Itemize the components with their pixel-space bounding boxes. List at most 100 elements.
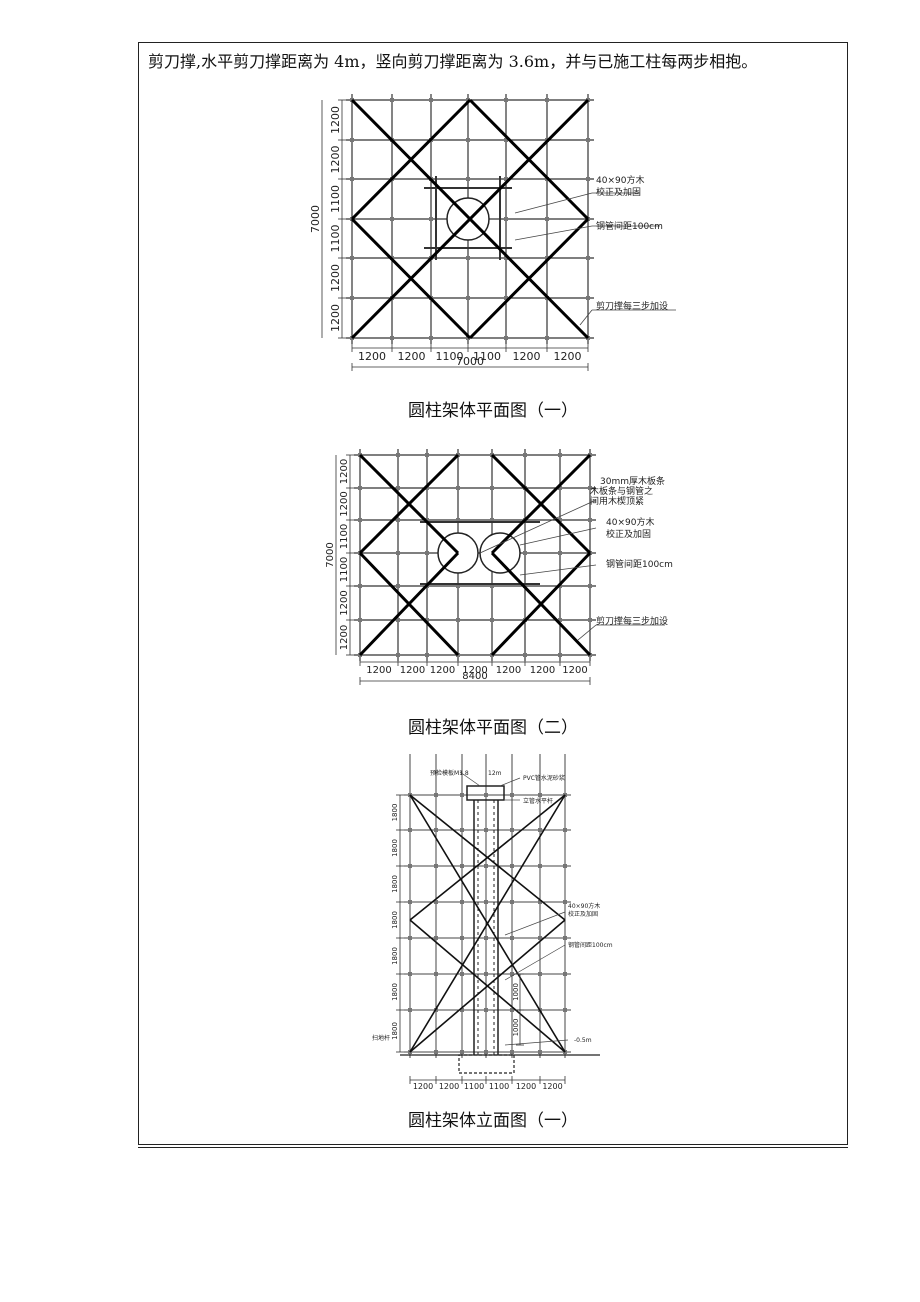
coupler [466, 177, 470, 181]
coupler [425, 653, 429, 657]
dimension-label: 1200 [366, 665, 391, 676]
dimension-label: 1000 [512, 1019, 520, 1037]
dimension-label: 1800 [391, 875, 399, 893]
dimension-label: 1200 [329, 264, 342, 292]
coupler [396, 584, 400, 588]
coupler [358, 584, 362, 588]
coupler [545, 336, 549, 340]
callout-board-2: 木板条与钢管之 [590, 485, 653, 497]
coupler [588, 486, 592, 490]
callout-level: -0.5m [574, 1037, 592, 1044]
dimension-label: 1100 [436, 350, 464, 363]
column-body [466, 785, 505, 1055]
coupler [504, 256, 508, 260]
dimension-total-label: 7000 [325, 542, 336, 567]
coupler [350, 177, 354, 181]
coupler [460, 936, 464, 940]
coupler [396, 618, 400, 622]
dimension-label: 1800 [391, 1022, 399, 1040]
coupler [408, 900, 412, 904]
coupler [563, 1008, 567, 1012]
coupler [390, 98, 394, 102]
coupler [408, 828, 412, 832]
coupler [510, 972, 514, 976]
dimension-label: 1800 [391, 839, 399, 857]
dimension-label: 1200 [329, 146, 342, 174]
coupler [434, 900, 438, 904]
coupler [545, 217, 549, 221]
scissor-bracing [358, 453, 592, 657]
coupler [350, 256, 354, 260]
coupler [358, 618, 362, 622]
dimension-label: 1100 [329, 185, 342, 213]
dimension-label: 1200 [462, 665, 487, 676]
coupler [425, 618, 429, 622]
page-frame [138, 42, 848, 1145]
dimension-label: 1100 [339, 557, 350, 582]
coupler [523, 453, 527, 457]
callout-board: 30mm厚木板条 [600, 475, 665, 487]
callout-height: 12m [488, 770, 502, 777]
coupler [504, 296, 508, 300]
callout-scissor: 剪刀撑每三步加设 [596, 615, 668, 627]
callout-spacing: 钢管间距100cm [568, 941, 613, 949]
coupler [558, 486, 562, 490]
dimension-label: 1100 [329, 225, 342, 253]
dimension-label: 1200 [439, 1082, 459, 1091]
dimension-label: 1200 [339, 590, 350, 615]
coupler [429, 217, 433, 221]
callout-spacing: 钢管间距100cm [606, 558, 673, 570]
coupler [484, 900, 488, 904]
coupler [396, 653, 400, 657]
coupler [456, 584, 460, 588]
dimension-label: 1200 [430, 665, 455, 676]
coupler [396, 453, 400, 457]
dimension-label: 1200 [542, 1082, 562, 1091]
coupler [586, 296, 590, 300]
coupler [456, 618, 460, 622]
coupler [588, 584, 592, 588]
dimension-label: 1200 [413, 1082, 433, 1091]
dimension-label: 1200 [530, 665, 555, 676]
coupler [490, 584, 494, 588]
coupler [563, 828, 567, 832]
coupler [484, 936, 488, 940]
coupler [460, 1008, 464, 1012]
coupler [466, 256, 470, 260]
dimension-label: 1200 [358, 350, 386, 363]
dimension-label: 1200 [329, 304, 342, 332]
coupler [504, 138, 508, 142]
dimension-label: 1200 [513, 350, 541, 363]
coupler [510, 936, 514, 940]
coupler [396, 486, 400, 490]
callout-scissor: 剪刀撑每三步加设 [596, 300, 668, 312]
callout-timber: 40×90方木 [596, 174, 644, 186]
figure-caption-3: 圆柱架体立面图（一） [408, 1111, 578, 1131]
coupler [434, 972, 438, 976]
coupler [460, 864, 464, 868]
coupler [510, 1050, 514, 1054]
callout-pole: 立管水平杆 [523, 797, 553, 805]
dimension-label: 1100 [464, 1082, 484, 1091]
intro-paragraph: 剪刀撑,水平剪刀撑距离为 4m，竖向剪刀撑距离为 3.6m，并与已施工柱每两步相… [148, 52, 758, 71]
dimension-label: 1800 [391, 983, 399, 1001]
coupler [425, 551, 429, 555]
coupler [563, 972, 567, 976]
dimension-total-label: 7000 [456, 355, 484, 368]
coupler [558, 453, 562, 457]
callout-board-3: 间用木楔顶紧 [590, 495, 644, 507]
callout-sweep-rod: 扫地杆 [372, 1034, 390, 1042]
coupler [510, 864, 514, 868]
coupler [434, 793, 438, 797]
coupler [545, 98, 549, 102]
coupler [563, 936, 567, 940]
callout-fix: 校正及加固 [596, 186, 641, 198]
coupler [484, 828, 488, 832]
coupler [484, 793, 488, 797]
callout-fix: 校正及加固 [606, 528, 651, 540]
callout-precheck: 预检模板M1.8 [430, 769, 469, 777]
coupler [429, 336, 433, 340]
